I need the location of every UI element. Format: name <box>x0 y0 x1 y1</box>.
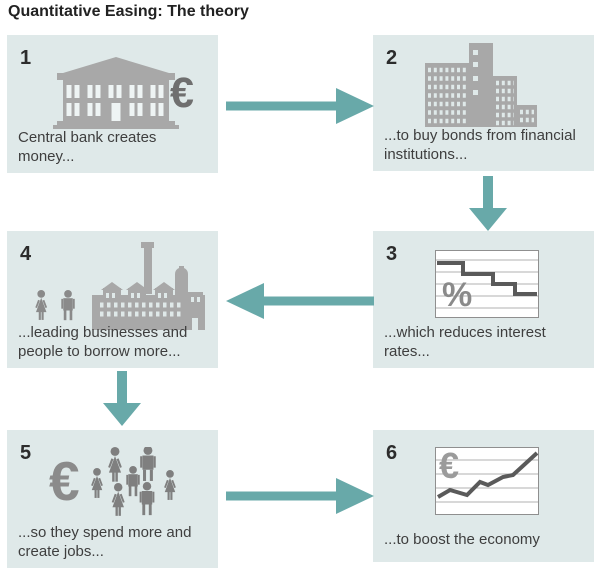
woman-icon <box>35 290 48 320</box>
euro-symbol: € <box>170 69 194 117</box>
step-box-6: 6 € ...to boost the economy <box>373 430 594 562</box>
step-number: 1 <box>20 47 32 69</box>
percent-symbol: % <box>442 276 472 314</box>
step-number: 3 <box>386 243 398 265</box>
flow-arrow-down-step2-to-step3 <box>469 176 507 231</box>
people-and-factory-icon <box>35 242 205 330</box>
caption-line: people to borrow more... <box>18 343 181 360</box>
flow-arrow-right-step5-to-step6 <box>226 478 374 514</box>
step-number: 4 <box>20 243 32 265</box>
page-title: Quantitative Easing: The theory <box>8 3 249 20</box>
euro-symbol: € <box>49 450 80 512</box>
step-box-4: 4 <box>7 231 218 368</box>
step-box-1: 1 € Central <box>7 35 218 173</box>
step-number: 2 <box>386 47 398 69</box>
step-caption: Central bank creates money... <box>18 128 156 166</box>
step-number: 6 <box>386 442 398 464</box>
man-icon <box>61 290 75 321</box>
caption-line: ...so they spend more and <box>18 524 192 541</box>
euro-symbol: € <box>439 447 459 486</box>
step-box-2: 2 ...to buy <box>373 35 594 171</box>
step-box-3: 3 % ...which reduces interest rates... <box>373 231 594 368</box>
bank-building-icon <box>53 57 179 129</box>
caption-line: create jobs... <box>18 543 104 560</box>
falling-interest-rate-chart-icon: % <box>435 250 539 318</box>
step-caption: ...leading businesses and people to borr… <box>18 323 187 361</box>
caption-line: Central bank creates <box>18 129 157 146</box>
step-caption: ...to buy bonds from financial instituti… <box>384 126 576 164</box>
caption-line: ...to boost the economy <box>384 531 540 548</box>
caption-line: ...which reduces interest <box>384 324 546 341</box>
flow-arrow-right-step1-to-step2 <box>226 88 374 124</box>
step-caption: ...to boost the economy <box>384 530 540 549</box>
flow-arrow-down-step4-to-step5 <box>103 371 141 426</box>
caption-line: rates... <box>384 343 430 360</box>
factory-icon <box>92 242 205 330</box>
financial-buildings-icon <box>425 43 537 127</box>
caption-line: institutions... <box>384 146 468 163</box>
rising-economy-chart-icon: € <box>435 447 539 515</box>
step-number: 5 <box>20 442 32 464</box>
step-caption: ...which reduces interest rates... <box>384 323 546 361</box>
step-box-5: 5 € ...so they spend more and create job… <box>7 430 218 568</box>
caption-line: ...to buy bonds from financial <box>384 127 576 144</box>
caption-line: ...leading businesses and <box>18 324 188 341</box>
step-caption: ...so they spend more and create jobs... <box>18 523 191 561</box>
crowd-icon <box>91 447 176 516</box>
caption-line: money... <box>18 148 75 165</box>
flow-arrow-left-step3-to-step4 <box>226 283 374 319</box>
